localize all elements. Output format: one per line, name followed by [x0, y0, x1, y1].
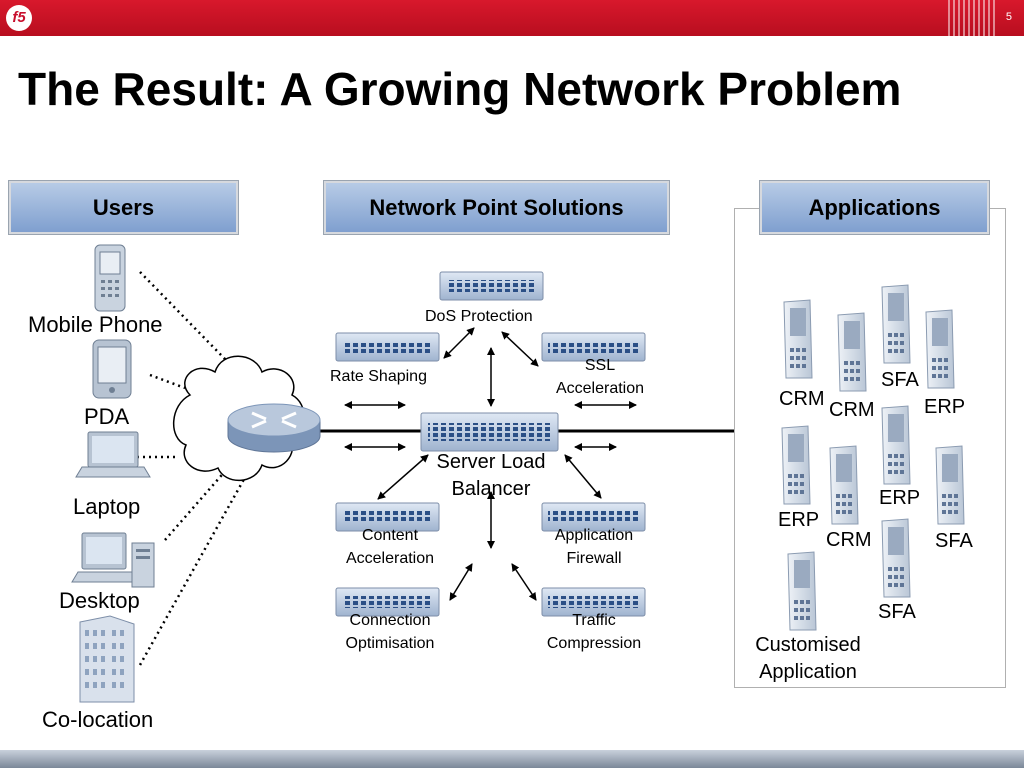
label-traffic-line2: Compression [546, 635, 642, 652]
label-rate-shaping: Rate Shaping [330, 368, 427, 385]
bottom-bar [0, 750, 1024, 768]
label-connection-optimisation: Connection Optimisation [330, 609, 450, 655]
server-icon [787, 551, 817, 631]
label-slb-line2: Balancer [451, 478, 531, 500]
label-content-line2: Acceleration [345, 550, 435, 567]
connection-optimisation-device [335, 587, 440, 617]
label-app-crm: CRM [829, 399, 875, 421]
label-pda: PDA [84, 404, 130, 429]
label-desktop: Desktop [59, 588, 140, 613]
server-icon [881, 518, 911, 598]
label-app-sfa: SFA [878, 601, 916, 623]
decorative-stripes [948, 0, 996, 36]
dos-protection-device [439, 271, 544, 301]
label-ssl-line1: SSL [584, 357, 616, 374]
network-header-label: Network Point Solutions [369, 194, 624, 220]
server-icon [881, 284, 911, 364]
label-app-crm: CRM [826, 529, 872, 551]
ssl-acceleration-device [541, 332, 646, 362]
label-firewall-line2: Firewall [566, 550, 622, 567]
building-icon [79, 615, 135, 703]
label-content-line1: Content [361, 527, 419, 544]
label-mobile-phone: Mobile Phone [28, 312, 163, 337]
label-application-firewall: Application Firewall [534, 524, 654, 570]
server-icon [783, 299, 813, 379]
application-firewall-device [541, 502, 646, 532]
page-number: 5 [1005, 11, 1012, 23]
label-app-crm: CRM [779, 388, 825, 410]
desktop-icon [71, 532, 155, 588]
label-traffic-compression: Traffic Compression [534, 609, 654, 655]
router-icon [227, 403, 321, 453]
label-content-acceleration: Content Acceleration [330, 524, 450, 570]
label-app-erp: ERP [924, 396, 966, 418]
label-app-sfa: SFA [935, 530, 973, 552]
server-load-balancer-device [420, 412, 559, 452]
server-icon [935, 445, 965, 525]
label-app-erp: ERP [778, 509, 820, 531]
label-ssl-line2: Acceleration [555, 380, 645, 397]
traffic-compression-device [541, 587, 646, 617]
f5-logo: f5 [6, 5, 32, 31]
label-dos-protection: DoS Protection [425, 308, 533, 325]
label-laptop: Laptop [73, 494, 141, 519]
network-header: Network Point Solutions [324, 181, 669, 234]
label-custom-line1: Customised [755, 634, 861, 656]
laptop-icon [75, 431, 151, 478]
label-slb-line1: Server Load [436, 451, 546, 473]
applications-header-label: Applications [808, 194, 941, 220]
label-customised-application: Customised Application [745, 632, 871, 686]
label-ssl-acceleration: SSL Acceleration [540, 354, 660, 400]
label-custom-line2: Application [759, 661, 857, 683]
label-connection-line2: Optimisation [345, 635, 435, 652]
rate-shaping-device [335, 332, 440, 362]
label-app-erp: ERP [879, 487, 921, 509]
content-acceleration-device [335, 502, 440, 532]
top-bar: f5 5 [0, 0, 1024, 36]
label-server-load-balancer: Server Load Balancer [420, 449, 562, 503]
label-traffic-line1: Traffic [572, 612, 616, 629]
users-header: Users [9, 181, 238, 234]
label-colocation: Co-location [42, 707, 154, 732]
server-icon [925, 309, 955, 389]
slide-title: The Result: A Growing Network Problem [18, 63, 902, 115]
pda-icon [92, 339, 132, 399]
server-icon [781, 425, 811, 505]
applications-header: Applications [760, 181, 989, 234]
server-icon [837, 312, 867, 392]
server-icon [829, 445, 859, 525]
users-header-label: Users [92, 194, 155, 220]
label-connection-line1: Connection [349, 612, 431, 629]
mobile-phone-icon [94, 244, 126, 312]
server-icon [881, 405, 911, 485]
label-firewall-line1: Application [554, 527, 634, 544]
flow-arrows [344, 327, 637, 601]
label-app-sfa: SFA [881, 369, 919, 391]
